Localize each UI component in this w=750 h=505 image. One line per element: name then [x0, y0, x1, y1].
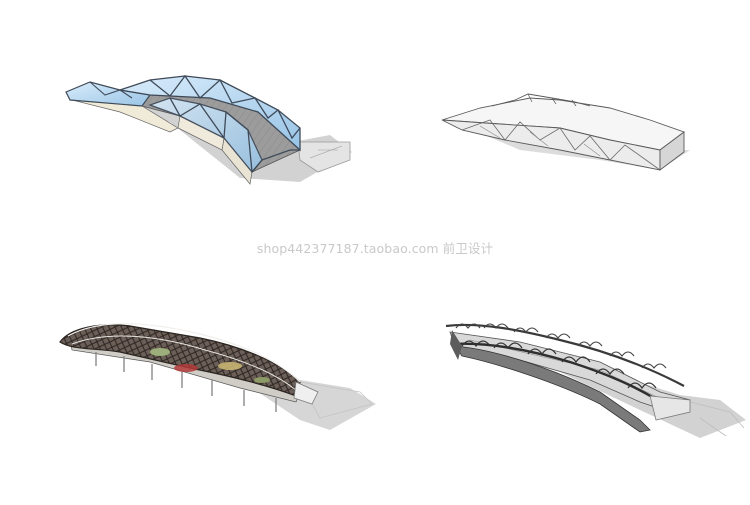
glass-truss-bridge-render	[65, 74, 352, 185]
ornamental-arch-bridge-render	[445, 323, 746, 438]
lattice-canopy-bridge-render	[59, 323, 376, 430]
watermark-text: shop442377187.taobao.com 前卫设计	[256, 241, 494, 256]
white-faceted-bridge-render	[441, 93, 690, 171]
